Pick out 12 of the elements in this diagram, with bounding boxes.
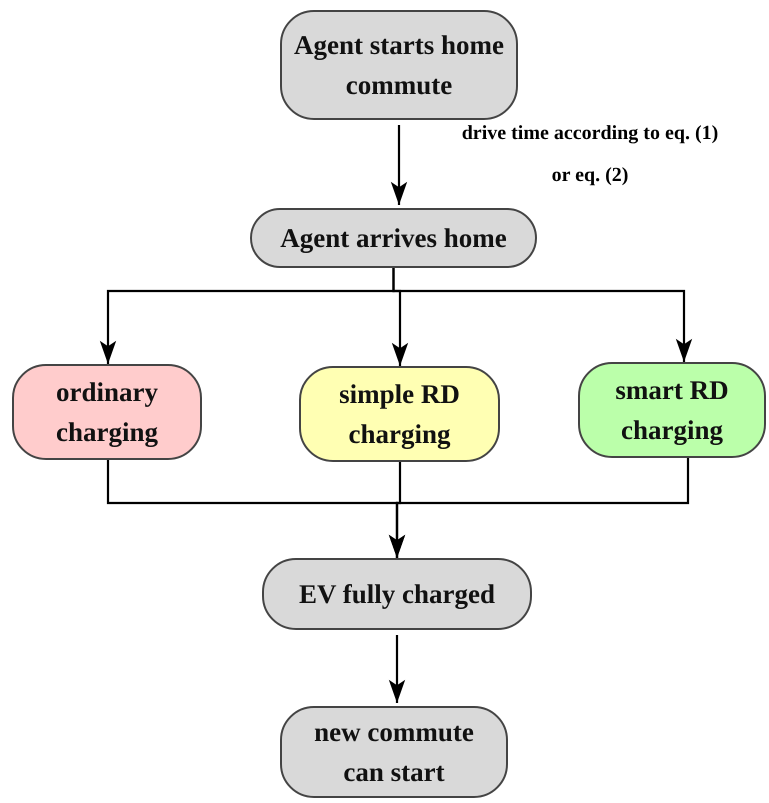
process-box: Agent starts home commute <box>280 10 518 120</box>
process-box: new commute can start <box>280 706 508 798</box>
process-box: smart RD charging <box>578 362 766 458</box>
annotation-text: drive time according to eq. (1) or eq. (2) <box>460 121 720 188</box>
process-box: ordinary charging <box>12 364 202 460</box>
process-box: Agent arrives home <box>250 208 537 268</box>
arrow <box>388 635 406 703</box>
arrow <box>392 268 692 362</box>
arrow <box>390 125 408 205</box>
process-box: EV fully charged <box>262 558 532 630</box>
arrow <box>388 458 690 558</box>
process-box: simple RD charging <box>299 366 500 462</box>
